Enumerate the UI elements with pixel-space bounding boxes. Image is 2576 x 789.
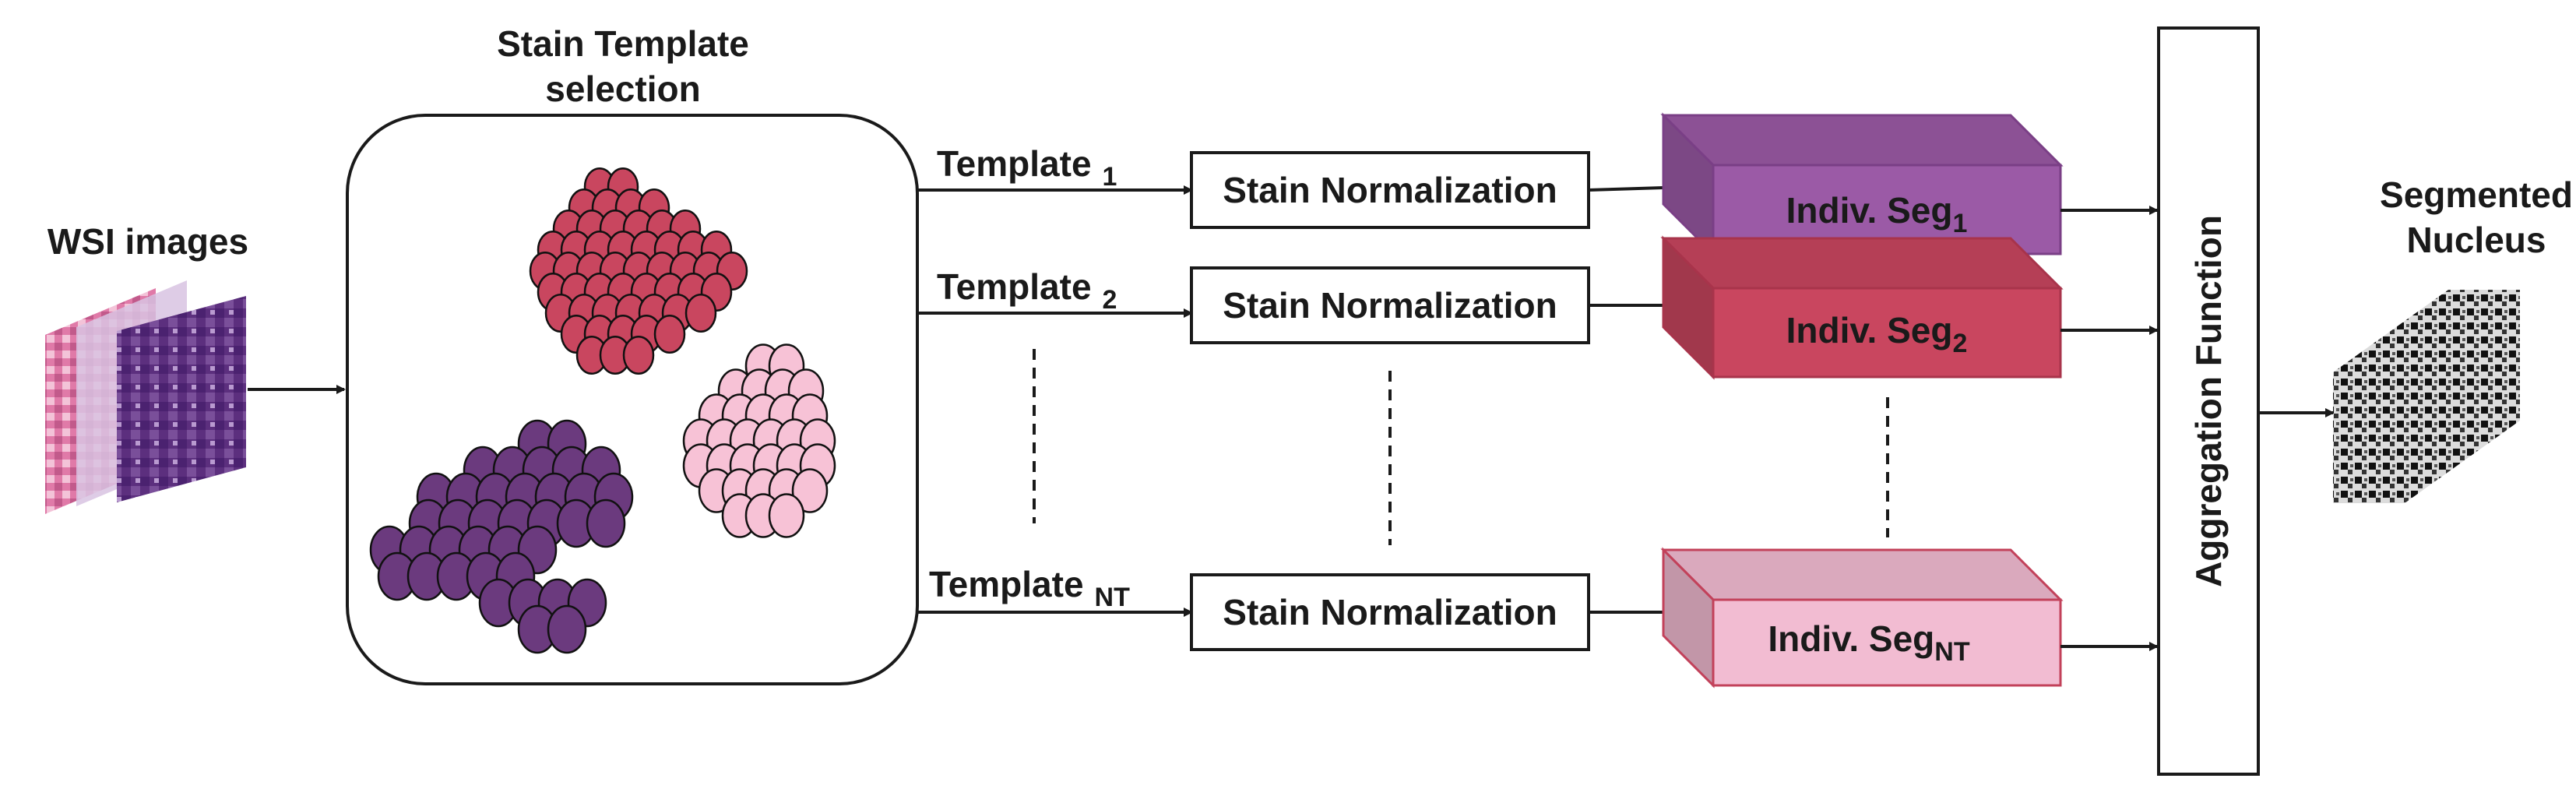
- purple-stain-cell: [547, 604, 587, 654]
- output-title-line1: Segmented: [2380, 174, 2573, 215]
- stain-normalization-1-label: Stain Normalization: [1223, 170, 1557, 210]
- indiv-seg-1-box: Indiv. Seg1: [1660, 112, 2064, 257]
- stain-normalization-2-label: Stain Normalization: [1223, 285, 1557, 326]
- indiv-seg-nt-label: Indiv. SegNT: [1768, 618, 1969, 667]
- output-title-line2: Nucleus: [2407, 220, 2546, 260]
- aggregation-function-label: Aggregation Function: [2188, 215, 2229, 587]
- indiv-seg-2-box: Indiv. Seg2: [1660, 235, 2064, 380]
- selection-title-line1: Stain Template: [497, 23, 749, 64]
- indiv-seg-2-label: Indiv. Seg2: [1786, 310, 1968, 358]
- red-stain-cell: [684, 294, 717, 333]
- red-stain-cell: [653, 315, 686, 354]
- stain-normalization-nt: Stain Normalization: [1190, 573, 1590, 651]
- stain-clusters: [369, 167, 836, 654]
- pink-stain-cell: [768, 493, 805, 538]
- selection-title-line2: selection: [545, 69, 700, 109]
- pink-stain-cell: [791, 468, 829, 513]
- segmented-nucleus-image-icon: [2333, 290, 2520, 503]
- aggregation-function-box: [2157, 26, 2260, 776]
- stain-normalization-1: Stain Normalization: [1190, 151, 1590, 229]
- wsi-images-label: WSI images: [48, 221, 248, 262]
- stain-normalization-2: Stain Normalization: [1190, 266, 1590, 344]
- wsi-images-stack-icon: [45, 280, 246, 514]
- red-stain-cell: [622, 336, 655, 375]
- purple-stain-cell: [586, 498, 626, 548]
- indiv-seg-1-label: Indiv. Seg1: [1786, 190, 1968, 238]
- stain-normalization-nt-label: Stain Normalization: [1223, 592, 1557, 632]
- indiv-seg-nt-box: Indiv. SegNT: [1660, 547, 2064, 689]
